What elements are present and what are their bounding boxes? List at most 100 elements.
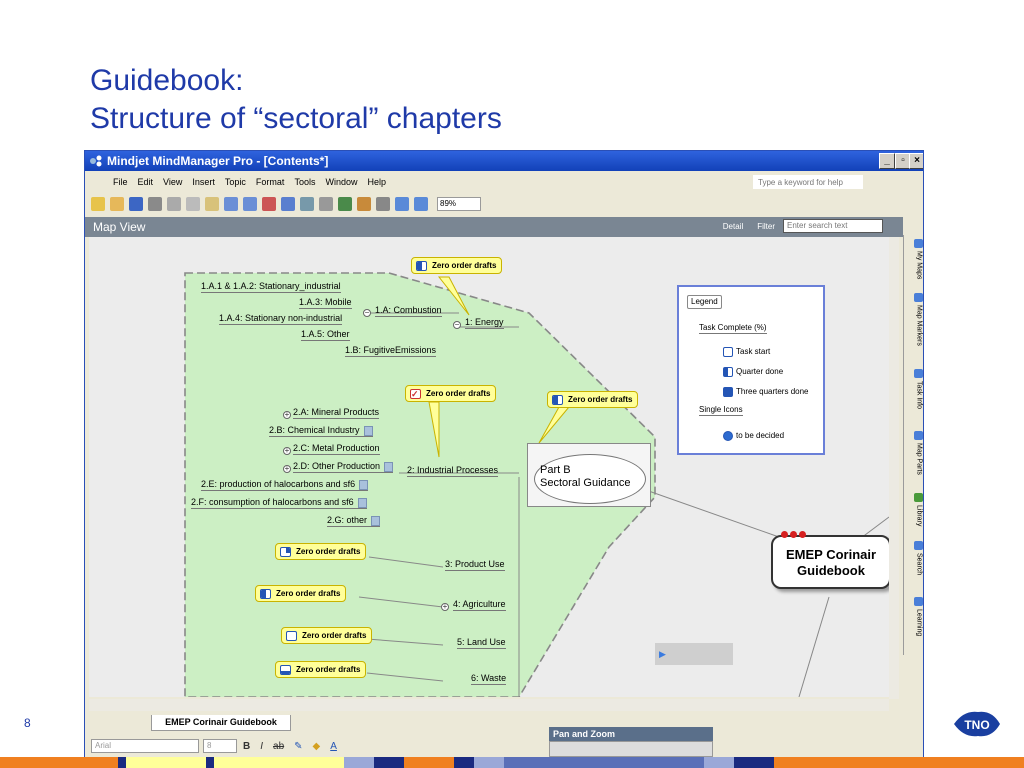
tab-learning[interactable]: Learning: [907, 597, 923, 636]
notes-icon[interactable]: [338, 197, 352, 211]
open-icon[interactable]: [110, 197, 124, 211]
menu-view[interactable]: View: [163, 177, 183, 187]
font-color-icon[interactable]: A: [330, 740, 337, 752]
italic-icon[interactable]: I: [260, 740, 264, 752]
central-topic[interactable]: EMEP Corinair Guidebook: [771, 531, 889, 589]
filter-button[interactable]: Filter: [757, 221, 775, 231]
help-search-input[interactable]: Type a keyword for help: [753, 175, 863, 189]
topic-1b-fugitive[interactable]: 1.B: FugitiveEmissions: [345, 345, 437, 357]
vertical-scrollbar[interactable]: [889, 237, 899, 699]
menu-format[interactable]: Format: [255, 177, 285, 187]
bold-icon[interactable]: B: [243, 740, 251, 752]
tab-search[interactable]: Search: [907, 541, 923, 575]
callout-zero-order-drafts-waste[interactable]: Zero order drafts: [275, 661, 367, 678]
tab-task-info[interactable]: Task Info: [907, 369, 923, 409]
window-title: Mindjet MindManager Pro - [Contents*]: [107, 154, 329, 168]
boundary-icon[interactable]: [300, 197, 314, 211]
zoom-out-icon[interactable]: [414, 197, 428, 211]
topic-2-industrial[interactable]: 2: Industrial Processes: [407, 465, 499, 477]
callout-zero-order-drafts-energy[interactable]: Zero order drafts: [411, 257, 503, 274]
tab-library[interactable]: Library: [907, 493, 923, 526]
topic-2c[interactable]: 2.C: Metal Production: [293, 443, 380, 455]
menu-insert[interactable]: Insert: [192, 177, 215, 187]
zoom-in-icon[interactable]: [395, 197, 409, 211]
menu-file[interactable]: File: [113, 177, 128, 187]
topic-1a1-1a2[interactable]: 1.A.1 & 1.A.2: Stationary_industrial: [201, 281, 341, 293]
collapse-toggle[interactable]: −: [453, 320, 461, 329]
play-icon: ▶: [659, 649, 666, 659]
minimize-button[interactable]: _: [879, 153, 895, 169]
legend-task-start: Task start: [723, 347, 770, 357]
expand-toggle[interactable]: +: [441, 602, 449, 611]
callout-zero-order-drafts-industrial[interactable]: ✓ Zero order drafts: [405, 385, 497, 402]
topic-part-b[interactable]: Part B Sectoral Guidance: [527, 443, 651, 507]
font-select[interactable]: Arial: [91, 739, 199, 753]
callout-zero-order-drafts-agriculture[interactable]: Zero order drafts: [255, 585, 347, 602]
relationship-icon[interactable]: [281, 197, 295, 211]
font-size-select[interactable]: 8: [203, 739, 237, 753]
detail-button[interactable]: Detail: [722, 221, 744, 231]
topic-1a3[interactable]: 1.A.3: Mobile: [299, 297, 352, 309]
pan-zoom-panel-title[interactable]: Pan and Zoom: [549, 727, 713, 741]
attachment-icon[interactable]: [376, 197, 390, 211]
task-start-icon: [723, 347, 733, 357]
close-button[interactable]: ×: [909, 153, 923, 169]
menu-edit[interactable]: Edit: [137, 177, 154, 187]
doc-tab-emep[interactable]: EMEP Corinair Guidebook: [151, 715, 291, 731]
expand-toggle[interactable]: +: [283, 464, 291, 473]
tab-map-parts[interactable]: Map Parts: [907, 431, 923, 475]
legend-three-quarters: Three quarters done: [723, 387, 809, 397]
topic-1a-combustion[interactable]: 1.A: Combustion: [375, 305, 442, 317]
horizontal-scrollbar[interactable]: [89, 699, 889, 711]
collapse-toggle[interactable]: −: [363, 308, 371, 317]
new-map-icon[interactable]: [91, 197, 105, 211]
print-icon[interactable]: [148, 197, 162, 211]
pan-zoom-panel[interactable]: [549, 741, 713, 757]
copy-icon[interactable]: [186, 197, 200, 211]
topic-3-product-use[interactable]: 3: Product Use: [445, 559, 505, 571]
strike-icon[interactable]: ab: [273, 740, 285, 752]
task-half-icon: [260, 589, 271, 599]
menu-topic[interactable]: Topic: [224, 177, 246, 187]
topic-1a4[interactable]: 1.A.4: Stationary non-industrial: [219, 313, 343, 325]
expand-toggle[interactable]: +: [283, 410, 291, 419]
topic-1-energy[interactable]: 1: Energy: [465, 317, 504, 329]
play-widget[interactable]: ▶: [655, 643, 733, 665]
map-canvas[interactable]: Zero order drafts ✓ Zero order drafts Ze…: [89, 237, 889, 697]
menu-help[interactable]: Help: [367, 177, 386, 187]
menu-tools[interactable]: Tools: [294, 177, 316, 187]
topic-2f[interactable]: 2.F: consumption of halocarbons and sf6: [191, 497, 367, 509]
zoom-level-select[interactable]: 89%: [437, 197, 481, 211]
redo-icon[interactable]: [243, 197, 257, 211]
callout-zero-order-drafts-product-use[interactable]: Zero order drafts: [275, 543, 367, 560]
topic-2a[interactable]: 2.A: Mineral Products: [293, 407, 380, 419]
cut-icon[interactable]: [167, 197, 181, 211]
map-view-title[interactable]: Map View: [93, 220, 146, 234]
callout-zero-order-drafts-partb[interactable]: Zero order drafts: [547, 391, 639, 408]
map-search-input[interactable]: Enter search text: [783, 219, 883, 233]
topic-6-waste[interactable]: 6: Waste: [471, 673, 507, 685]
topic-1a5[interactable]: 1.A.5: Other: [301, 329, 350, 341]
expand-toggle[interactable]: +: [283, 446, 291, 455]
tab-map-markers[interactable]: Map Markers: [907, 293, 923, 346]
check-icon: ✓: [410, 389, 421, 399]
topic-5-land-use[interactable]: 5: Land Use: [457, 637, 506, 649]
tab-my-maps[interactable]: My Maps: [907, 239, 923, 279]
topic-2e[interactable]: 2.E: production of halocarbons and sf6: [201, 479, 369, 491]
callout-zero-order-drafts-land-use[interactable]: Zero order drafts: [281, 627, 373, 644]
topic-2g[interactable]: 2.G: other: [327, 515, 381, 527]
callout-icon[interactable]: [319, 197, 333, 211]
topic-2d[interactable]: 2.D: Other Production: [293, 461, 394, 473]
menu-window[interactable]: Window: [325, 177, 358, 187]
line-color-icon[interactable]: ✎: [294, 740, 303, 752]
undo-icon[interactable]: [224, 197, 238, 211]
legend-three-quarters-label: Three quarters done: [736, 387, 809, 397]
save-icon[interactable]: [129, 197, 143, 211]
paste-icon[interactable]: [205, 197, 219, 211]
image-icon[interactable]: [357, 197, 371, 211]
topic-2b[interactable]: 2.B: Chemical Industry: [269, 425, 373, 437]
insert-topic-icon[interactable]: [262, 197, 276, 211]
document-tab-bar: EMEP Corinair Guidebook: [85, 715, 923, 733]
topic-4-agriculture[interactable]: 4: Agriculture: [453, 599, 506, 611]
fill-color-icon[interactable]: ◆: [312, 740, 321, 752]
